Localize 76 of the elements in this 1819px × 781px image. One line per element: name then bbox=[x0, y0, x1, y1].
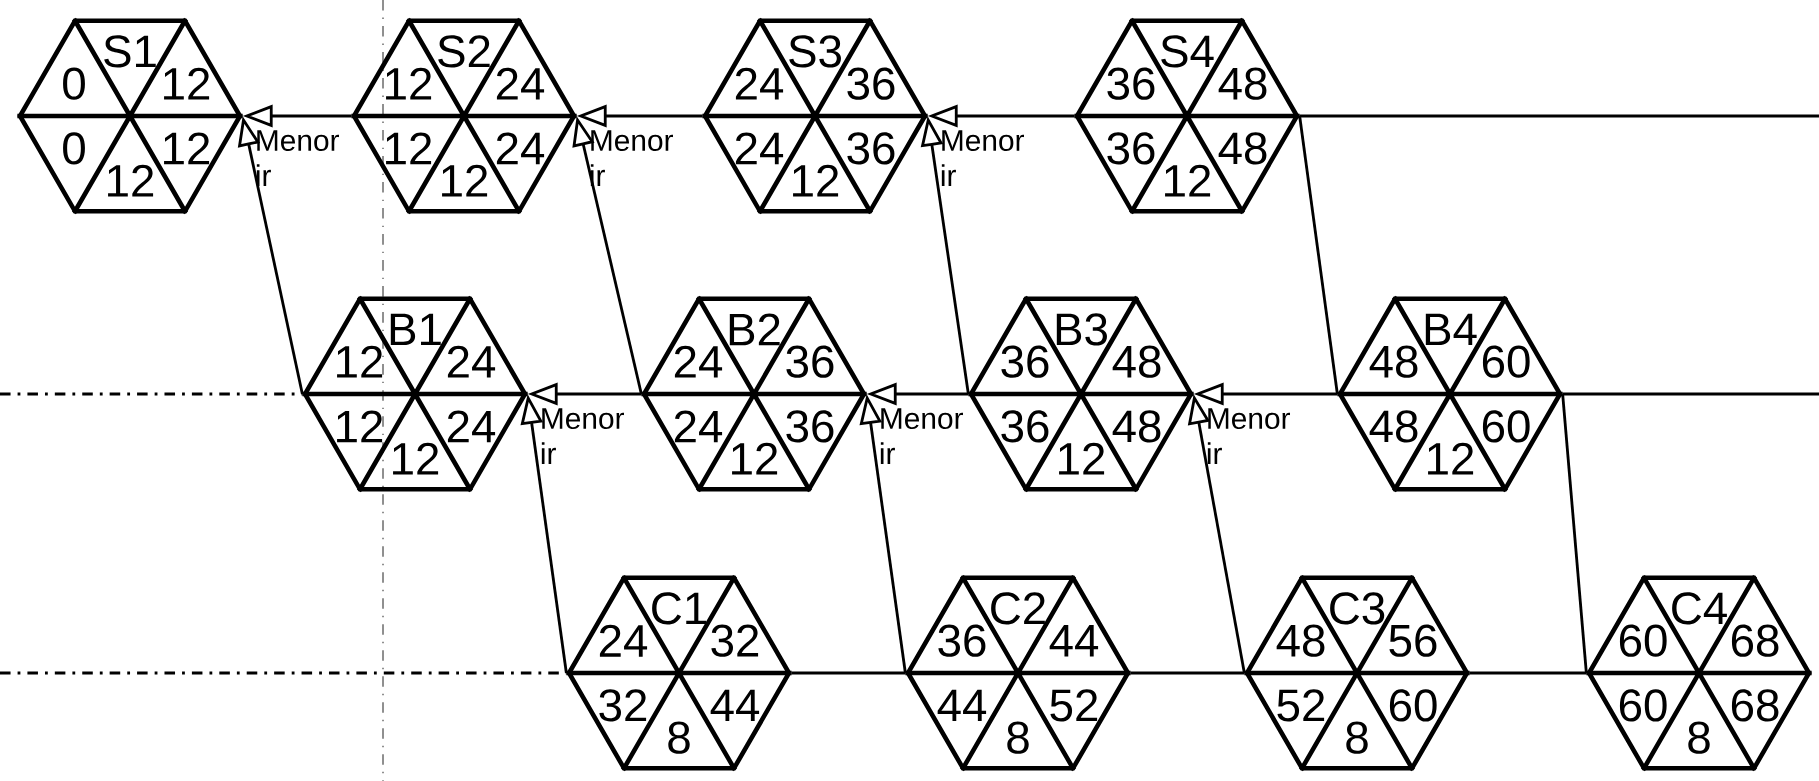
cell-number: 12 bbox=[164, 132, 210, 165]
cell-number: 60 bbox=[1482, 410, 1530, 443]
cell-number: 8 bbox=[668, 721, 690, 754]
cell-number: 52 bbox=[1277, 689, 1325, 722]
edge-label: Menor ir bbox=[941, 130, 1024, 186]
cell-number: 48 bbox=[1276, 624, 1325, 657]
cell-number: 24 bbox=[735, 132, 784, 165]
activity-name: S4 bbox=[1161, 35, 1214, 68]
cell-number: 12 bbox=[1428, 442, 1474, 475]
edge-label: Menor ir bbox=[541, 408, 624, 464]
activity-name: C3 bbox=[1330, 592, 1385, 625]
cell-number: 24 bbox=[674, 410, 723, 443]
cell-number: 24 bbox=[674, 345, 723, 378]
edge-label: Menor ir bbox=[1207, 408, 1290, 464]
activity-name: B3 bbox=[1056, 313, 1107, 346]
cell-number: 36 bbox=[786, 345, 834, 378]
cell-number: 24 bbox=[599, 624, 648, 657]
cell-number: 12 bbox=[442, 164, 488, 197]
cell-number: 24 bbox=[735, 67, 784, 100]
cell-number: 0 bbox=[63, 132, 85, 165]
cell-number: 0 bbox=[63, 67, 85, 100]
activity-name: C2 bbox=[991, 592, 1045, 625]
activity-name: S1 bbox=[104, 35, 156, 68]
cell-number: 12 bbox=[337, 345, 383, 378]
activity-name: B2 bbox=[729, 313, 780, 346]
cell-number: 48 bbox=[1218, 132, 1267, 165]
activity-name: C4 bbox=[1672, 592, 1727, 625]
cell-number: 32 bbox=[711, 624, 759, 657]
cell-number: 8 bbox=[1688, 721, 1710, 754]
cell-number: 36 bbox=[938, 624, 986, 657]
cell-number: 24 bbox=[447, 345, 496, 378]
edge-label: Menor ir bbox=[880, 408, 963, 464]
cell-number: 48 bbox=[1112, 345, 1161, 378]
cell-number: 24 bbox=[447, 410, 496, 443]
cell-number: 8 bbox=[1007, 721, 1029, 754]
cell-number: 48 bbox=[1218, 67, 1267, 100]
cell-number: 12 bbox=[108, 164, 154, 197]
cell-number: 12 bbox=[1059, 442, 1105, 475]
cell-number: 24 bbox=[496, 132, 545, 165]
cell-number: 36 bbox=[847, 67, 895, 100]
cell-number: 48 bbox=[1112, 410, 1161, 443]
cell-number: 56 bbox=[1389, 624, 1437, 657]
cell-number: 8 bbox=[1346, 721, 1368, 754]
cell-number: 12 bbox=[337, 410, 383, 443]
cell-number: 44 bbox=[1049, 625, 1099, 657]
cell-number: 48 bbox=[1369, 345, 1418, 378]
cell-number: 60 bbox=[1619, 689, 1667, 722]
cell-number: 68 bbox=[1731, 624, 1779, 657]
activity-name: B1 bbox=[390, 313, 441, 346]
cell-number: 36 bbox=[1001, 410, 1049, 443]
cell-number: 44 bbox=[937, 689, 987, 722]
cell-number: 60 bbox=[1389, 689, 1437, 722]
activity-name: S2 bbox=[438, 35, 490, 68]
cell-number: 12 bbox=[386, 132, 432, 165]
cell-number: 36 bbox=[1107, 67, 1155, 100]
activity-name: C1 bbox=[652, 592, 706, 625]
cell-number: 36 bbox=[1001, 345, 1049, 378]
cell-number: 44 bbox=[710, 689, 760, 722]
cell-number: 68 bbox=[1731, 689, 1779, 722]
cell-number: 12 bbox=[393, 442, 439, 475]
cell-number: 52 bbox=[1050, 689, 1098, 722]
cell-number: 12 bbox=[386, 67, 432, 100]
cell-number: 60 bbox=[1482, 345, 1530, 378]
cell-number: 60 bbox=[1619, 624, 1667, 657]
cell-number: 24 bbox=[496, 67, 545, 100]
activity-name: B4 bbox=[1425, 313, 1477, 346]
cell-number: 12 bbox=[1165, 164, 1211, 197]
cell-number: 12 bbox=[732, 442, 778, 475]
cell-number: 48 bbox=[1369, 410, 1418, 443]
cell-number: 36 bbox=[847, 132, 895, 165]
cell-number: 12 bbox=[164, 67, 210, 100]
cell-number: 36 bbox=[786, 410, 834, 443]
cell-number: 36 bbox=[1107, 132, 1155, 165]
cell-number: 32 bbox=[599, 689, 647, 722]
activity-name: S3 bbox=[789, 35, 841, 68]
cell-number: 12 bbox=[793, 164, 839, 197]
